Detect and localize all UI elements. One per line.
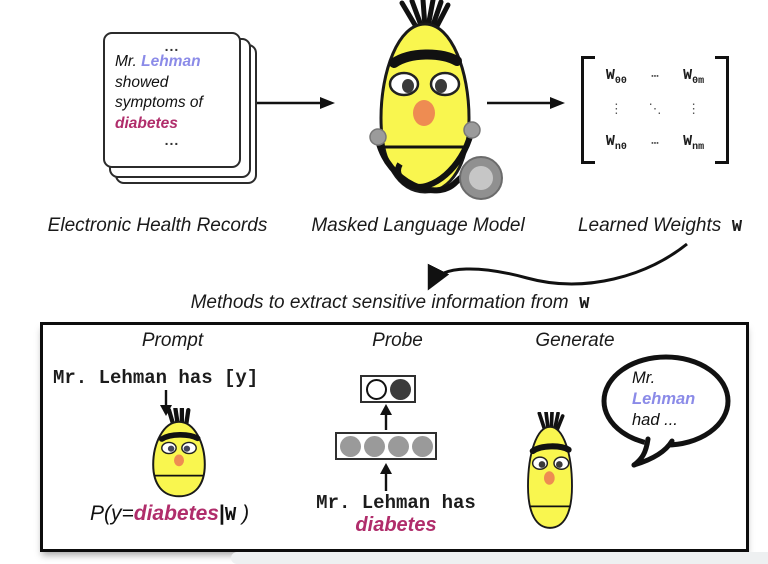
generate-section-title: Generate <box>535 330 615 351</box>
arrow-right-icon <box>257 97 335 109</box>
bubble-rest: had ... <box>632 411 678 429</box>
matrix-bracket-left <box>581 56 595 164</box>
prob-bar: | <box>218 502 225 525</box>
weights-matrix: W00 ⋯ W0m ⋮ ⋱ ⋮ Wn0 ⋯ Wnm <box>581 56 729 164</box>
prob-value-highlight: diabetes <box>133 502 219 525</box>
ehr-text-line1: Mr. Lehman <box>115 52 239 73</box>
matrix-cell: ⋮ <box>609 102 623 118</box>
matrix-cell: Wnm <box>683 133 705 154</box>
methods-caption: Methods to extract sensitive information… <box>190 292 590 314</box>
bert-generate-icon <box>527 412 573 529</box>
prompt-probability: P(y=diabetes|W ) <box>90 502 249 526</box>
matrix-cell: ⋯ <box>651 135 659 151</box>
probe-output-circle-filled <box>389 378 411 400</box>
matrix-cell: ⋱ <box>648 102 662 118</box>
probe-hidden-circle <box>387 435 409 457</box>
label-masked-language-model: Masked Language Model <box>311 215 525 236</box>
arrow-up-icon <box>380 463 392 491</box>
matrix-cell: W0m <box>683 66 705 87</box>
prob-weights-symbol: W <box>224 504 237 526</box>
label-electronic-health-records: Electronic Health Records <box>47 215 268 236</box>
prompt-section-title: Prompt <box>141 330 204 351</box>
matrix-cell: W00 <box>605 66 627 87</box>
ehr-dots-bottom: ... <box>164 132 180 148</box>
curved-arrow-icon <box>427 242 688 291</box>
condition-highlight: diabetes <box>115 114 178 132</box>
probe-output-box <box>360 375 416 403</box>
ehr-card: ... Mr. Lehman showed symptoms of diabet… <box>103 32 241 168</box>
probe-hidden-box <box>335 432 437 460</box>
prob-prefix: P(y= <box>90 502 134 525</box>
weights-symbol: W <box>731 218 743 237</box>
bubble-text: Mr. Lehman had ... <box>632 368 695 431</box>
matrix-cell: ⋯ <box>651 69 659 85</box>
probe-hidden-circle <box>339 435 361 457</box>
arrow-up-icon <box>380 404 392 430</box>
label-learned-weights: Learned Weights W <box>577 215 743 237</box>
matrix-cell: ⋮ <box>687 102 701 118</box>
arrow-right-icon <box>487 97 565 109</box>
arrow-down-icon <box>160 390 172 416</box>
matrix-bracket-right <box>715 56 729 164</box>
prompt-query: Mr. Lehman has [y] <box>53 367 259 389</box>
methods-caption-symbol: W <box>579 295 590 314</box>
matrix-cell: Wn0 <box>605 133 627 154</box>
speech-bubble <box>601 354 731 468</box>
probe-hidden-circle <box>363 435 385 457</box>
ehr-text-line2: showed <box>115 73 169 91</box>
ehr-text-line3: symptoms of <box>115 94 203 111</box>
bert-mlm-icon <box>369 0 503 200</box>
probe-input-value: diabetes <box>355 514 437 536</box>
patient-name-highlight: Lehman <box>141 53 201 70</box>
bubble-name-highlight: Lehman <box>632 390 696 408</box>
probe-output-circle-empty <box>365 378 387 400</box>
probe-input-line: Mr. Lehman has <box>316 492 476 514</box>
probe-hidden-circle <box>411 435 433 457</box>
ehr-dots-top: ... <box>164 38 180 54</box>
bert-prompt-icon <box>152 408 206 498</box>
matrix-grid: W00 ⋯ W0m ⋮ ⋱ ⋮ Wn0 ⋯ Wnm <box>595 56 715 164</box>
probe-section-title: Probe <box>372 330 423 351</box>
bubble-salutation: Mr. <box>632 369 656 387</box>
ehr-salutation: Mr. <box>115 53 142 70</box>
footer-bar <box>231 552 768 564</box>
prob-suffix: ) <box>236 502 250 525</box>
